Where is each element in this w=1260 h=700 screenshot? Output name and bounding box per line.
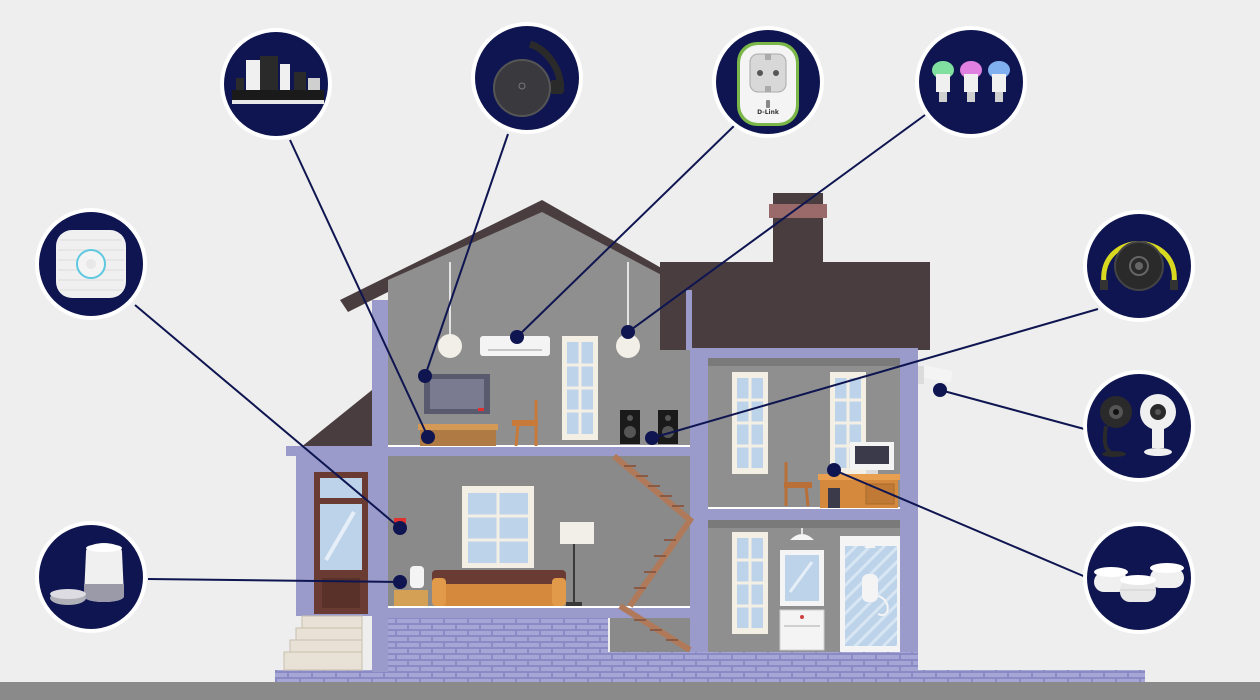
endpoint-smart-bulbs <box>621 325 635 339</box>
shower-head <box>864 544 876 548</box>
chromecast-audio-icon <box>1100 241 1178 291</box>
device-soundbar[interactable] <box>220 28 332 140</box>
pendant-lamp-left <box>438 334 462 358</box>
device-smart-bulbs[interactable] <box>915 26 1027 138</box>
pendant-lamp <box>616 334 640 358</box>
endpoint-wifi-mesh <box>827 463 841 477</box>
connector-security-cameras <box>939 389 1089 431</box>
smart-plug-icon: D-Link <box>737 42 799 126</box>
connector-soundbar <box>289 139 429 438</box>
endpoint-chromecast <box>418 369 432 383</box>
sofa-seat <box>434 584 564 606</box>
device-security-cameras[interactable] <box>1083 370 1195 482</box>
monitor-screen <box>855 446 889 464</box>
connector-chromecast-audio <box>651 308 1099 439</box>
chromecast-icon <box>493 40 564 117</box>
shower-hose <box>877 595 889 617</box>
sofa-back <box>432 570 566 586</box>
nightstand <box>394 590 428 606</box>
living-window-mullions <box>468 493 528 563</box>
floor-lamp-base <box>566 602 582 606</box>
attic-chair-seat <box>512 420 538 426</box>
ground-floor <box>388 606 690 618</box>
front-door-transom <box>320 478 362 498</box>
connector-smart-bulbs <box>627 114 926 333</box>
right-roof <box>660 262 930 350</box>
frame-attic-divider <box>686 290 692 350</box>
device-wifi-mesh[interactable] <box>1083 522 1195 634</box>
endpoint-security-cameras <box>933 383 947 397</box>
front-door-shine <box>324 510 356 562</box>
attic-window-mullions <box>567 342 593 434</box>
stair-steps <box>624 465 684 641</box>
basement-bricks <box>388 618 608 672</box>
device-smart-speaker[interactable] <box>35 521 147 633</box>
smart-plug-brand: D-Link <box>757 109 780 116</box>
pc-tower <box>828 488 840 508</box>
bathroom-ceiling <box>708 520 900 528</box>
device-smoke-detector[interactable] <box>35 208 147 320</box>
monitor-stand <box>866 470 878 474</box>
house <box>283 193 953 672</box>
device-smart-plug[interactable]: D-Link <box>712 26 824 138</box>
entrance-steps <box>283 615 363 671</box>
connector-lines <box>134 114 1099 583</box>
soundbar-icon <box>232 56 324 104</box>
floor-lamp-shade <box>560 522 594 544</box>
connector-chromecast <box>424 133 509 377</box>
attic-floor <box>388 446 690 456</box>
shower-panel <box>862 574 878 602</box>
porch-roof-edge <box>286 446 376 456</box>
outdoor-camera-mount <box>918 366 924 384</box>
tv-console-top <box>418 424 498 430</box>
smart-speaker-device <box>410 566 424 588</box>
ground <box>0 682 1260 700</box>
bathroom-ceiling-lamp <box>790 534 814 540</box>
device-chromecast-audio[interactable] <box>1083 210 1195 322</box>
chimney-cap <box>769 204 827 218</box>
connector-wifi-mesh <box>833 469 1089 579</box>
office-floor <box>708 508 900 520</box>
smart-bulbs-icon <box>932 61 1010 102</box>
endpoint-smart-speaker <box>393 575 407 589</box>
wifi-router-icon <box>1094 563 1184 602</box>
outdoor-camera <box>921 365 953 383</box>
device-chromecast[interactable] <box>471 22 583 134</box>
frame-mid <box>690 348 708 672</box>
endpoint-soundbar <box>421 430 435 444</box>
tv-console <box>420 426 496 446</box>
connector-endpoints <box>393 325 947 589</box>
tv-led <box>478 408 484 411</box>
porch-roof <box>300 390 372 448</box>
cabinet-knob <box>800 615 804 619</box>
office-window-left-mullions <box>737 378 763 468</box>
desk-top <box>818 474 900 480</box>
frame-right <box>900 348 918 672</box>
connector-smoke-detector <box>134 304 401 529</box>
front-door-panel <box>322 578 360 608</box>
endpoint-chromecast-audio <box>645 431 659 445</box>
sofa-arm-right <box>552 578 566 606</box>
endpoint-smoke-detector <box>393 521 407 535</box>
endpoint-smart-plug <box>510 330 524 344</box>
office-chair-seat <box>784 482 812 488</box>
smart-speaker-icon <box>50 543 124 605</box>
frame-right-top <box>690 348 918 358</box>
tv-screen <box>430 379 484 409</box>
desk-drawer <box>865 483 895 505</box>
connector-smart-speaker <box>147 578 401 583</box>
frame-left <box>372 300 388 672</box>
mirror-shine <box>788 561 814 593</box>
connector-smart-plug <box>516 124 736 338</box>
bathroom-window-mullions <box>737 538 763 628</box>
staircase <box>612 453 695 653</box>
basement-bricks-right <box>608 652 918 672</box>
foundation-strip <box>275 670 1145 682</box>
sofa-arm-left <box>432 578 446 606</box>
office-ceiling <box>708 358 900 366</box>
smoke-detector-icon <box>56 230 126 298</box>
chimney <box>773 193 823 263</box>
security-camera-icon <box>1100 394 1176 457</box>
